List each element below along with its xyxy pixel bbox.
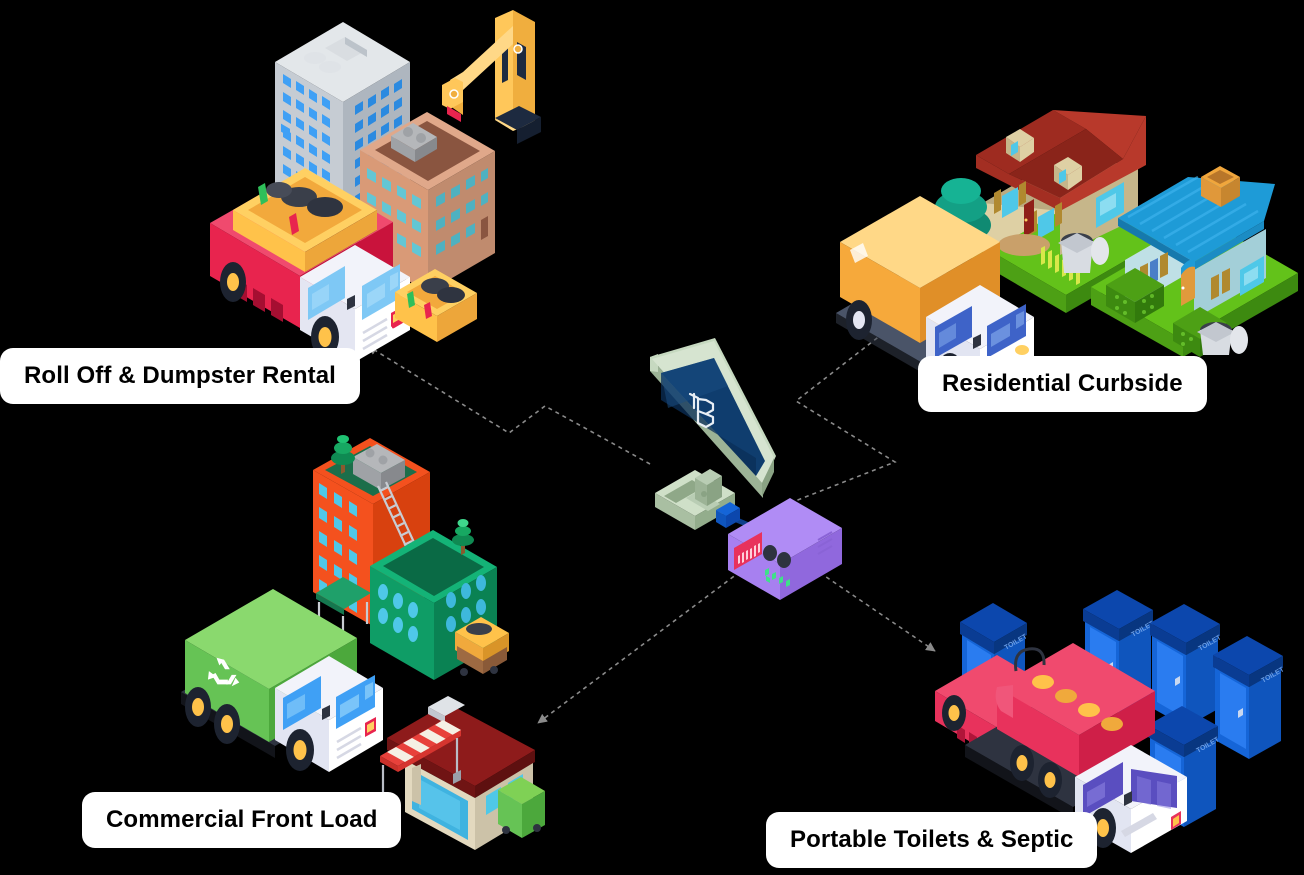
scene-residential xyxy=(828,55,1298,400)
house-two-story xyxy=(976,110,1146,256)
brand-logo-icon xyxy=(688,392,715,429)
green-building xyxy=(370,519,497,680)
dump-truck xyxy=(210,168,410,362)
scene-commercial xyxy=(165,420,565,850)
label-portable-toilets-septic[interactable]: Portable Toilets & Septic xyxy=(766,812,1098,868)
front-load-bin xyxy=(455,617,509,676)
trash-bin xyxy=(1058,233,1109,273)
front-load-truck xyxy=(181,589,383,772)
scene-portable-toilets: TOILET TOILET TOILET xyxy=(905,565,1304,865)
house-bungalow xyxy=(1118,166,1275,319)
box-truck xyxy=(836,196,1034,400)
recycle-icon xyxy=(207,657,240,687)
label-roll-off-dumpster-rental[interactable]: Roll Off & Dumpster Rental xyxy=(0,348,360,404)
portable-toilet: TOILET xyxy=(1213,636,1286,759)
portable-toilet: TOILET xyxy=(1148,706,1221,827)
router xyxy=(728,498,842,600)
monitor xyxy=(650,338,776,498)
label-residential-curbside[interactable]: Residential Curbside xyxy=(918,356,1207,412)
label-commercial-front-load[interactable]: Commercial Front Load xyxy=(82,792,402,848)
green-bin xyxy=(498,777,545,838)
open-top-dumpster xyxy=(395,269,477,342)
orange-highrise xyxy=(313,435,430,638)
central-hub xyxy=(640,338,860,600)
monitor-neck xyxy=(695,469,722,506)
septic-tanker-truck xyxy=(935,643,1187,853)
portable-toilet: TOILET xyxy=(1150,604,1223,727)
trash-bin xyxy=(1197,322,1248,355)
scene-roll-off xyxy=(195,10,575,362)
brick-building xyxy=(360,112,495,292)
crane-icon xyxy=(442,10,541,144)
